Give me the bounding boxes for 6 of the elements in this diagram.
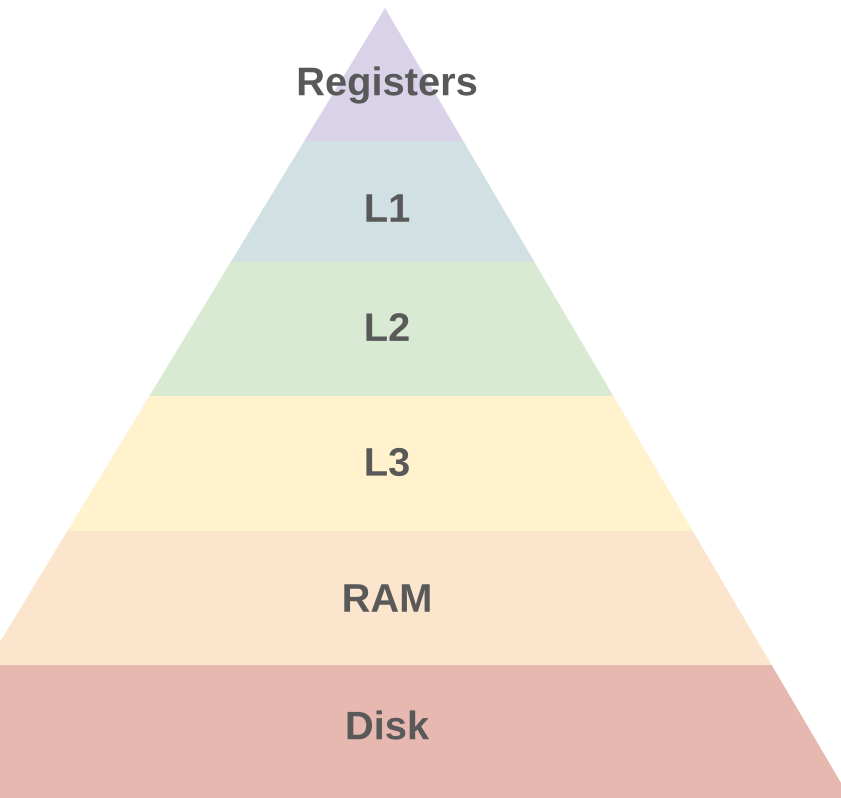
pyramid-layer: L2 xyxy=(149,262,614,396)
pyramid-layer: Disk xyxy=(0,665,841,798)
pyramid-layer: Registers xyxy=(298,8,476,141)
pyramid-layer: L3 xyxy=(67,396,693,531)
pyramid-layer: L1 xyxy=(230,141,534,262)
pyramid-layer: RAM xyxy=(0,531,772,665)
